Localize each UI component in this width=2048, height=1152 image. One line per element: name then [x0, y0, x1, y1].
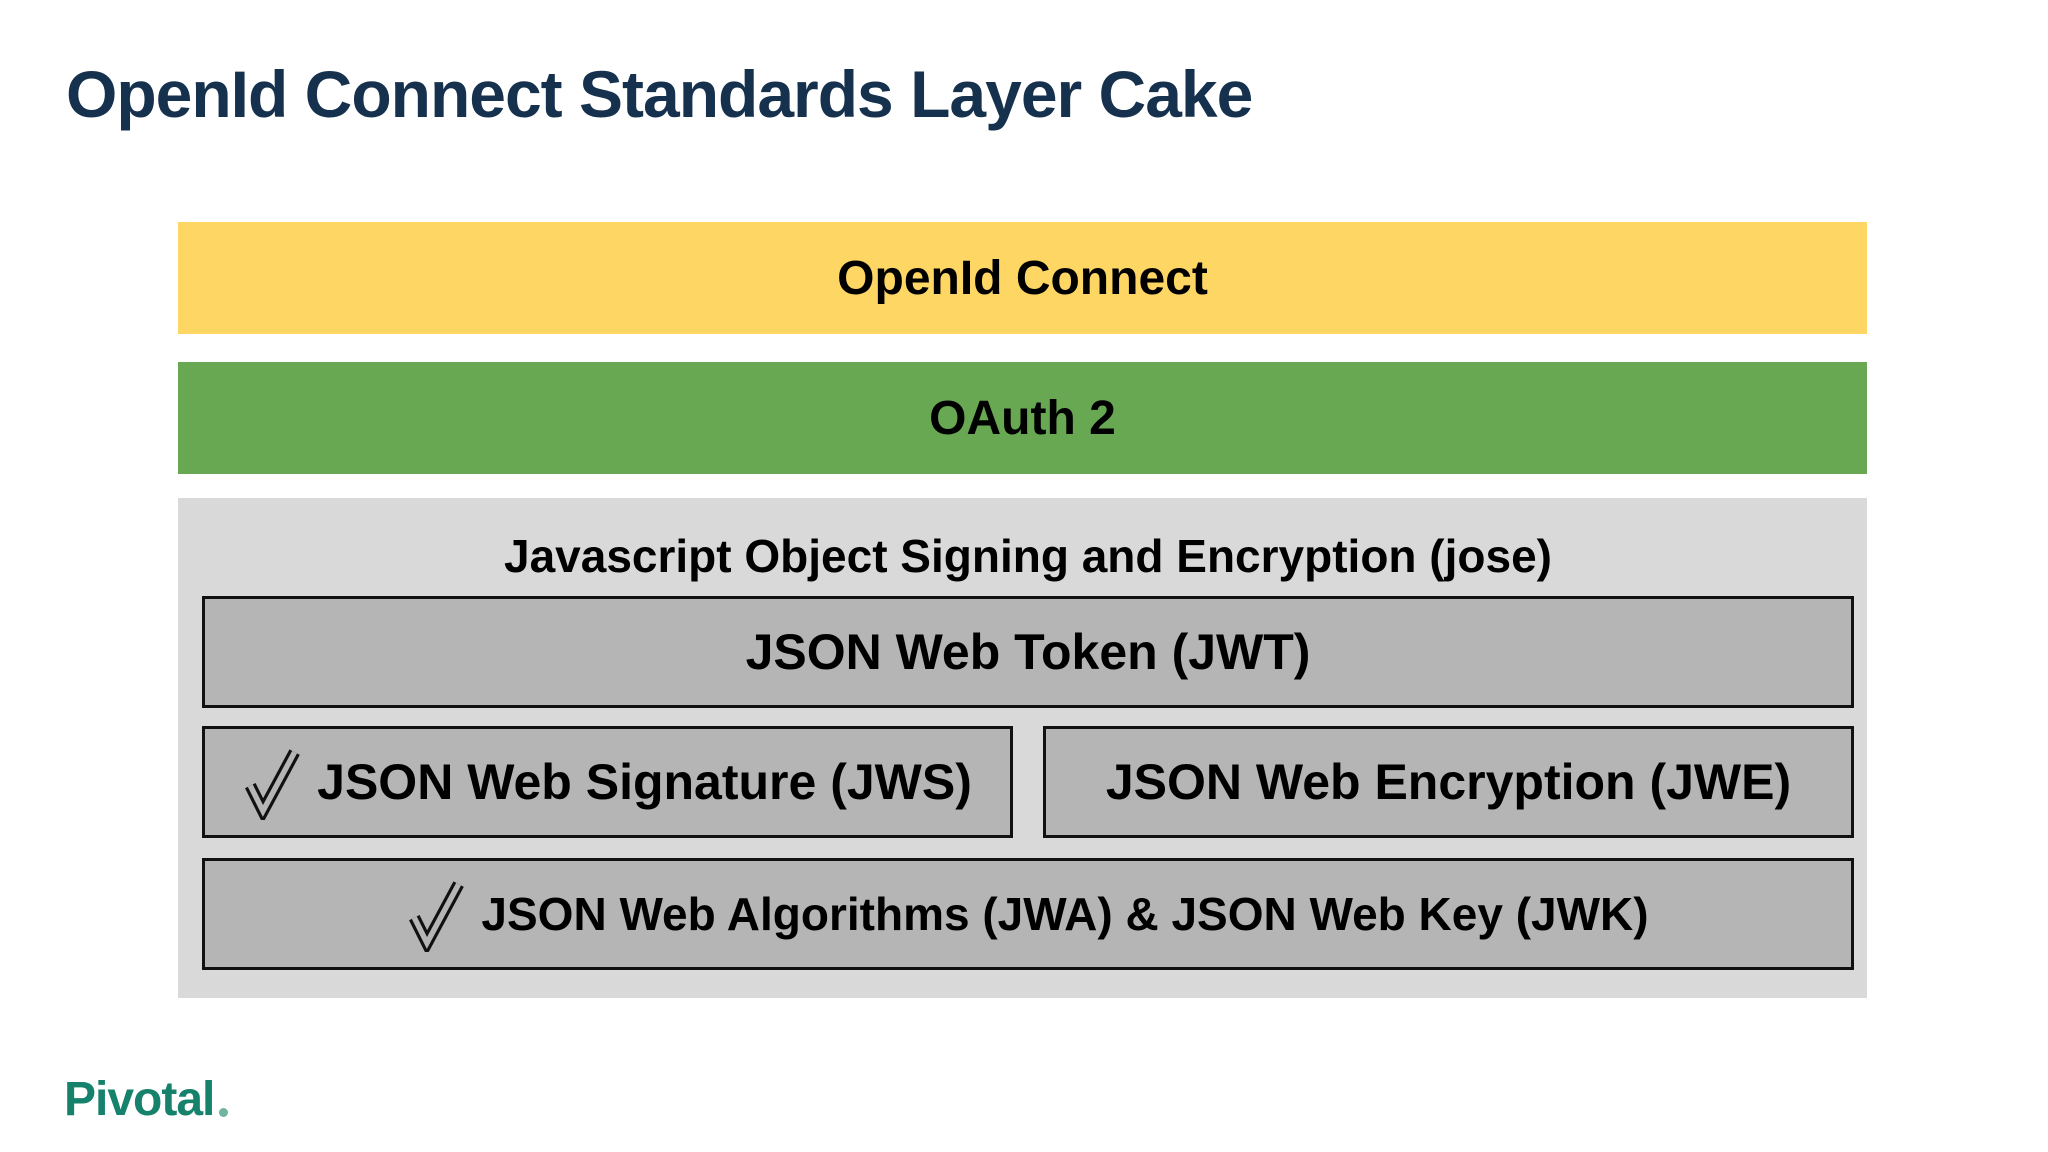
- jose-label: Javascript Object Signing and Encryption…: [504, 530, 1552, 582]
- check-icon: [409, 881, 465, 952]
- box-jwa-jwk: JSON Web Algorithms (JWA) & JSON Web Key…: [202, 858, 1854, 970]
- layer-stack: OpenId Connect OAuth 2 Javascript Object…: [178, 222, 1867, 998]
- box-jws-label: JSON Web Signature (JWS): [317, 754, 972, 810]
- box-jwt: JSON Web Token (JWT): [202, 596, 1854, 708]
- box-jwt-label: JSON Web Token (JWT): [745, 624, 1311, 680]
- check-icon: [245, 749, 300, 820]
- layer-jose: Javascript Object Signing and Encryption…: [178, 498, 1867, 998]
- pivotal-logo-text: Pivotal: [64, 1073, 215, 1126]
- layer-openid-connect: OpenId Connect: [178, 222, 1867, 334]
- pivotal-logo: Pivotal: [64, 1072, 229, 1127]
- jws-jwe-row: JSON Web Signature (JWS) JSON Web Encryp…: [202, 726, 1854, 838]
- box-jws: JSON Web Signature (JWS): [202, 726, 1013, 838]
- box-jwe-label: JSON Web Encryption (JWE): [1105, 754, 1792, 810]
- page-title: OpenId Connect Standards Layer Cake: [66, 57, 1253, 131]
- registered-trademark-dot: [219, 1108, 229, 1117]
- layer-oauth2-label: OAuth 2: [929, 391, 1116, 445]
- layer-oauth2: OAuth 2: [178, 362, 1867, 474]
- layer-openid-connect-label: OpenId Connect: [837, 251, 1208, 305]
- box-jwe: JSON Web Encryption (JWE): [1043, 726, 1854, 838]
- box-jwa-jwk-label: JSON Web Algorithms (JWA) & JSON Web Key…: [481, 888, 1649, 940]
